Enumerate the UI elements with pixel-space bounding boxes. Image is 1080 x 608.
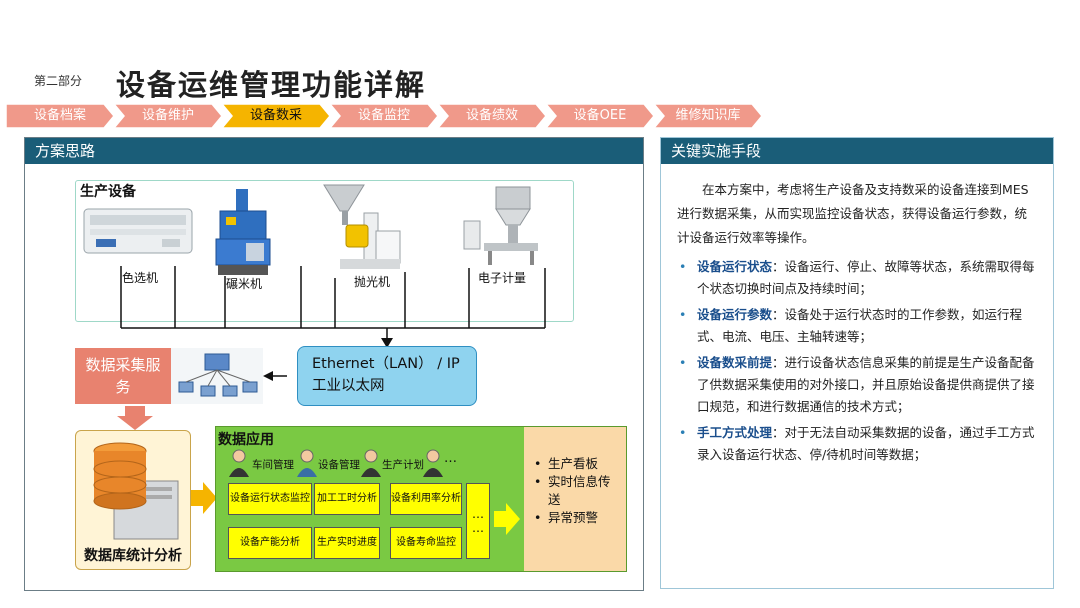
step-label: 设备维护	[141, 108, 194, 123]
output-box: •生产看板 •实时信息传送 •异常预警	[524, 427, 626, 571]
bullet-running-params: •设备运行参数：设备处于运行状态时的工作参数，如运行程式、电流、电压、主轴转速等…	[679, 307, 1023, 344]
manager-avatar-icon	[361, 449, 381, 477]
manager-avatar-icon	[229, 449, 249, 477]
function-utilization-analysis: 设备利用率分析	[390, 483, 462, 515]
step-label: 设备档案	[33, 108, 86, 123]
database-analysis-box: 数据库统计分析	[75, 430, 191, 570]
step-7[interactable]: 维修知识库	[654, 104, 762, 128]
manager-avatar-icon	[297, 449, 317, 477]
step-navigation: 设备档案 设备维护 设备数采 设备监控 设备绩效 设备OEE 维修知识库	[6, 104, 776, 128]
machine-label-rice-huller: 碾米机	[226, 275, 263, 292]
step-label: 维修知识库	[675, 108, 741, 123]
database-server-icon	[93, 442, 179, 540]
step-1[interactable]: 设备档案	[6, 104, 114, 128]
solution-panel: 方案思路 生产设备 色选机 碾米机 抛光机 电子计量	[24, 137, 644, 591]
step-5[interactable]: 设备绩效	[438, 104, 546, 128]
production-equipment-box: 生产设备 色选机 碾米机 抛光机 电子计量	[75, 180, 574, 322]
data-collection-service-label: 数据采集服务	[85, 356, 161, 396]
network-type-label: 工业以太网	[312, 378, 385, 394]
server-network-icon	[171, 348, 263, 404]
rice-huller-machine-image	[212, 187, 276, 279]
step-label: 设备数采	[249, 108, 302, 123]
data-application-title: 数据应用	[218, 432, 274, 448]
bullet-manual-process: •手工方式处理：对于无法自动采集数据的设备，通过手工方式录入设备运行状态、停/待…	[679, 425, 1035, 462]
solution-panel-title: 方案思路	[25, 138, 643, 164]
function-more: ……	[466, 483, 490, 559]
function-capacity-analysis: 设备产能分析	[228, 527, 312, 559]
section-label: 第二部分	[34, 74, 83, 88]
step-3[interactable]: 设备数采	[222, 104, 330, 128]
output-item-dashboard: •生产看板	[534, 456, 599, 471]
implementation-intro: 在本方案中，考虑将生产设备及支持数采的设备连接到MES进行数据采集，从而实现监控…	[677, 182, 1029, 245]
machine-label-polisher: 抛光机	[354, 273, 391, 290]
network-protocol-label: Ethernet（LAN） / IP	[312, 356, 460, 372]
role-label-planning: 生产计划	[382, 459, 424, 471]
right-arrow-icon	[191, 482, 217, 514]
role-label-more: …	[444, 451, 457, 466]
function-lifespan-monitor: 设备寿命监控	[390, 527, 462, 559]
step-6[interactable]: 设备OEE	[546, 104, 654, 128]
function-work-hour-analysis: 加工工时分析	[314, 483, 380, 515]
bullet-running-status: •设备运行状态：设备运行、停止、故障等状态，系统需取得每个状态切换时间点及持续时…	[679, 259, 1035, 296]
output-item-alert: •异常预警	[534, 510, 599, 525]
role-label-workshop: 车间管理	[252, 459, 294, 471]
electronic-scale-image	[454, 185, 546, 269]
role-label-equipment: 设备管理	[318, 459, 360, 471]
step-label: 设备OEE	[573, 108, 627, 123]
function-status-monitor: 设备运行状态监控	[228, 483, 312, 515]
manager-avatar-icon	[423, 449, 443, 477]
implementation-panel: 关键实施手段 在本方案中，考虑将生产设备及支持数采的设备连接到MES进行数据采集…	[660, 137, 1054, 589]
page-title: 设备运维管理功能详解	[116, 68, 427, 102]
connection-lines	[120, 266, 546, 381]
function-realtime-progress: 生产实时进度	[314, 527, 380, 559]
step-label: 设备监控	[357, 108, 410, 123]
industrial-ethernet-box: Ethernet（LAN） / IP 工业以太网	[297, 346, 477, 406]
output-item-realtime: •实时信息传送	[534, 474, 611, 507]
color-sorter-machine-image	[82, 205, 194, 257]
step-2[interactable]: 设备维护	[114, 104, 222, 128]
data-collection-service-box: 数据采集服务	[75, 348, 171, 404]
implementation-panel-title: 关键实施手段	[661, 138, 1053, 164]
right-arrow-icon	[494, 503, 520, 535]
data-application-box: 数据应用 车间管理 设备管理 生产计划 … 设备运行状态监控 加工工时分析 设备…	[215, 426, 627, 572]
step-4[interactable]: 设备监控	[330, 104, 438, 128]
down-arrow-icon	[117, 406, 153, 430]
bullet-prerequisite: •设备数采前提：进行设备状态信息采集的前提是生产设备配备了供数据采集使用的对外接…	[679, 355, 1035, 414]
database-analysis-label: 数据库统计分析	[84, 548, 182, 564]
production-equipment-title: 生产设备	[80, 184, 136, 200]
machine-label-color-sorter: 色选机	[122, 269, 159, 286]
step-label: 设备绩效	[465, 108, 518, 123]
polisher-machine-image	[320, 183, 406, 279]
machine-label-electronic-scale: 电子计量	[478, 269, 527, 286]
